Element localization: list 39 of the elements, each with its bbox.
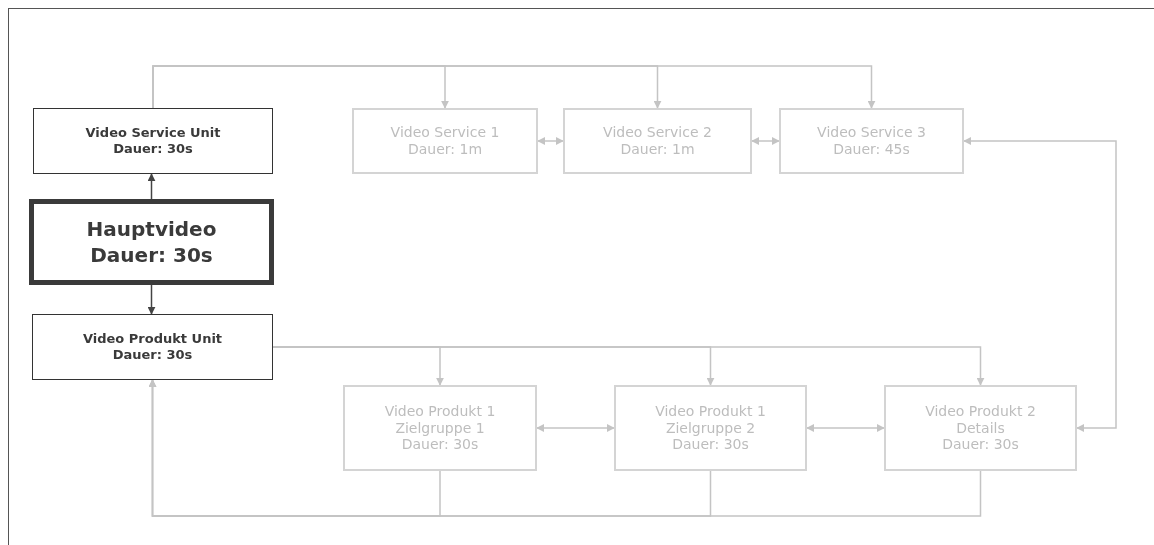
video-detail: Dauer: 30s [90, 242, 213, 268]
video-detail: Dauer: 30s [672, 436, 749, 454]
video-box [779, 108, 964, 174]
arrow [963, 137, 1117, 432]
video-box [29, 199, 274, 285]
video-detail: Dauer: 30s [401, 436, 479, 454]
arrow [536, 424, 615, 432]
video-title: Video Produkt 1 [655, 402, 766, 420]
arrow [751, 137, 780, 145]
arrow [148, 379, 982, 517]
video-title: Video Produkt 2 [925, 402, 1036, 420]
video-title: Hauptvideo [86, 216, 217, 242]
video-title: Video Service 2 [603, 124, 712, 141]
arrow [152, 65, 876, 109]
arrow [806, 424, 885, 432]
video-detail: Dauer: 30s [112, 347, 193, 364]
video-title: Video Service 3 [817, 124, 926, 141]
video-detail: Dauer: 30s [113, 141, 193, 158]
video-title: Video Service 1 [390, 124, 500, 141]
video-detail: Zielgruppe 1 [395, 419, 485, 437]
video-box [33, 108, 273, 174]
video-title: Video Produkt 1 [384, 402, 496, 420]
video-detail: Zielgruppe 2 [665, 419, 756, 437]
arrow [147, 284, 156, 315]
arrow [147, 173, 156, 200]
video-detail: Details [956, 419, 1005, 437]
arrow [537, 137, 564, 145]
video-detail: Dauer: 30s [942, 436, 1019, 454]
video-detail: Dauer: 45s [833, 141, 910, 158]
video-box [343, 385, 537, 471]
video-box [614, 385, 807, 471]
video-title: Video Service Unit [85, 124, 221, 141]
video-box [884, 385, 1077, 471]
video-box [352, 108, 538, 174]
video-title: Video Produkt Unit [82, 330, 223, 347]
video-detail: Dauer: 1m [407, 141, 483, 158]
video-box [563, 108, 752, 174]
video-box [32, 314, 273, 380]
video-detail: Dauer: 1m [620, 141, 695, 158]
